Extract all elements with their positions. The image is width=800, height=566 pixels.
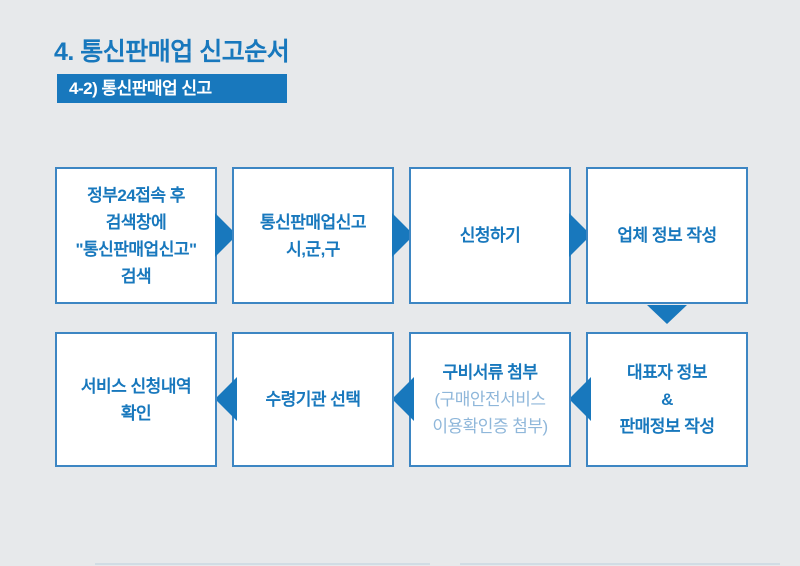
arrow-down-icon xyxy=(647,305,687,324)
flow-box-step2: 통신판매업신고 시,군,구 xyxy=(232,167,394,304)
flow-box-line: 검색창에 xyxy=(105,212,167,232)
flow-box-line: 서비스 신청내역 xyxy=(80,376,192,396)
flow-box-line: & xyxy=(661,390,673,409)
flow-box-step5: 대표자 정보 & 판매정보 작성 xyxy=(586,332,748,467)
flow-box-line: 검색 xyxy=(120,266,152,286)
section-badge: 4-2) 통신판매업 신고 xyxy=(57,74,287,103)
arrow-right-icon xyxy=(569,213,591,257)
flow-box-line: 신청하기 xyxy=(459,226,521,245)
flow-box-subline: (구매안전서비스 xyxy=(434,390,546,409)
flow-box-line: 확인 xyxy=(120,403,152,423)
flow-box-step1: 정부24접속 후 검색창에 "통신판매업신고" 검색 xyxy=(55,167,217,304)
flow-box-step4: 업체 정보 작성 xyxy=(586,167,748,304)
flow-box-line: 통신판매업신고 xyxy=(260,212,366,232)
page-title: 4. 통신판매업 신고순서 xyxy=(54,38,290,66)
flow-box-line: 정부24접속 후 xyxy=(87,185,185,205)
cutoff-element-edge xyxy=(95,563,430,565)
flow-box-line: 수령기관 선택 xyxy=(265,390,361,409)
flow-box-line: 업체 정보 작성 xyxy=(617,226,717,245)
flow-box-step8: 서비스 신청내역 확인 xyxy=(55,332,217,467)
flow-box-subline: 이용확인증 첨부) xyxy=(432,417,548,436)
arrow-left-icon xyxy=(215,377,237,421)
flow-box-step3: 신청하기 xyxy=(409,167,571,304)
arrow-left-icon xyxy=(392,377,414,421)
arrow-right-icon xyxy=(392,213,414,257)
arrow-right-icon xyxy=(215,213,237,257)
arrow-left-icon xyxy=(569,377,591,421)
flow-box-line: "통신판매업신고" xyxy=(75,239,197,259)
cutoff-element-edge xyxy=(460,563,780,565)
flow-box-line: 구비서류 첨부 xyxy=(442,363,538,382)
flow-box-line: 판매정보 작성 xyxy=(619,417,715,436)
flow-box-step6: 구비서류 첨부 (구매안전서비스 이용확인증 첨부) xyxy=(409,332,571,467)
flow-box-step7: 수령기관 선택 xyxy=(232,332,394,467)
flow-box-line: 시,군,구 xyxy=(286,239,340,259)
flow-box-line: 대표자 정보 xyxy=(627,363,707,382)
